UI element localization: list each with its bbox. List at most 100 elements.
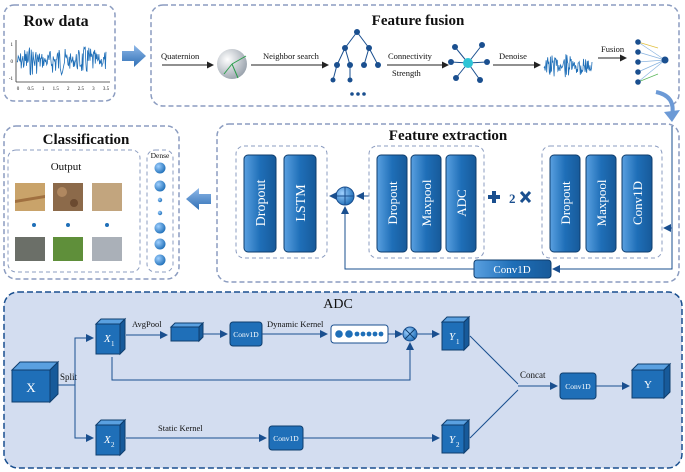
svg-text:2: 2	[111, 441, 115, 449]
dense-node	[154, 162, 166, 174]
layer-dropout: Dropout	[549, 154, 581, 253]
y2-cube: Y 2	[440, 418, 471, 455]
adc-panel: ADC X Split X 1 AvgPool Co	[3, 291, 683, 469]
classification-panel: Classification Output Dense	[3, 125, 180, 280]
static-kernel-label: Static Kernel	[158, 423, 203, 433]
svg-text:1: 1	[111, 340, 115, 348]
conv1d-output: Conv1D	[559, 372, 597, 400]
svg-text:Y: Y	[449, 434, 457, 446]
layer-maxpool: Maxpool	[410, 154, 442, 253]
svg-text:Y: Y	[644, 379, 652, 391]
step-connectivity: Connectivity	[388, 51, 433, 61]
output-images	[15, 183, 122, 261]
times-icon	[519, 190, 532, 204]
pooled-vector	[169, 321, 205, 343]
flow-arrow-icon	[122, 45, 146, 67]
output-image	[15, 237, 45, 261]
x-tick-label: 0	[17, 87, 20, 92]
tree-graph-icon	[330, 29, 381, 96]
layer-dropout: Dropout	[243, 154, 277, 253]
x-tick-label: 1.5	[53, 87, 60, 92]
concat-label: Concat	[520, 370, 546, 380]
kernel-element	[366, 331, 372, 337]
adc-title: ADC	[323, 297, 353, 312]
layer-maxpool: Maxpool	[585, 154, 617, 253]
layer-adc: ADC	[445, 154, 477, 253]
step-quaternion: Quaternion	[161, 51, 200, 61]
flow-arrow-left-icon	[186, 188, 211, 210]
x1-cube: X 1	[94, 317, 127, 356]
output-image	[53, 183, 83, 211]
step-denoise: Denoise	[499, 51, 527, 61]
dense-node	[157, 210, 163, 216]
y1-cube: Y 1	[440, 315, 471, 352]
x-tick-label: 1	[42, 87, 45, 92]
svg-text:ADC: ADC	[454, 189, 469, 216]
dense-node	[154, 222, 166, 234]
output-image	[92, 183, 122, 211]
svg-text:Maxpool: Maxpool	[594, 179, 609, 226]
step-strength: Strength	[392, 68, 422, 78]
row-data-title: Row data	[23, 13, 88, 30]
kernel-element	[335, 330, 343, 338]
add-node-icon	[335, 186, 355, 206]
layer-dropout: Dropout	[376, 154, 408, 253]
dynamic-kernel-vector	[330, 324, 389, 344]
svg-text:Conv1D: Conv1D	[630, 181, 645, 225]
svg-text:Conv1D: Conv1D	[493, 264, 530, 276]
avgpool-label: AvgPool	[132, 319, 162, 329]
svg-text:2: 2	[456, 441, 460, 449]
svg-text:Dropout: Dropout	[558, 181, 573, 225]
svg-text:X: X	[103, 333, 112, 345]
conv1d-top: Conv1D	[229, 321, 263, 347]
layer-lstm: LSTM	[283, 154, 317, 253]
dense-node	[154, 238, 166, 250]
svg-text:Y: Y	[449, 331, 457, 343]
quaternion-sphere-icon	[217, 49, 247, 79]
kernel-element	[345, 330, 353, 338]
feature-fusion-panel: Feature fusion Quaternion Neighbor searc…	[150, 4, 680, 107]
dynamic-kernel-label: Dynamic Kernel	[267, 319, 324, 329]
feature-extraction-panel: Feature extraction Dropout LSTM Dropout …	[216, 123, 680, 283]
y-tick-1: 1	[11, 43, 14, 48]
split-label: Split	[60, 372, 78, 382]
output-label: Output	[51, 161, 82, 173]
conv1d-bottom: Conv1D	[268, 425, 304, 451]
denoised-signal-icon	[543, 54, 593, 78]
repeat-indicator: 2	[488, 190, 532, 206]
output-image	[53, 237, 83, 261]
y-tick-0: 0	[11, 60, 14, 65]
x-tick-label: 2	[67, 87, 70, 92]
svg-text:Maxpool: Maxpool	[419, 179, 434, 226]
dense-node	[157, 197, 163, 203]
multiply-node-icon	[402, 326, 418, 342]
step-neighbor-search: Neighbor search	[263, 51, 320, 61]
network-graph-icon	[448, 42, 490, 83]
kernel-element	[354, 331, 360, 337]
svg-text:Conv1D: Conv1D	[565, 382, 591, 391]
x-tick-label: 2.5	[78, 87, 85, 92]
kernel-element	[372, 331, 378, 337]
layer-conv1d: Conv1D	[621, 154, 653, 253]
step-fusion: Fusion	[601, 44, 625, 54]
kernel-element	[360, 331, 366, 337]
repeat-count: 2	[509, 191, 516, 206]
skip-conv1d: Conv1D	[473, 259, 552, 279]
output-image	[92, 237, 122, 261]
svg-text:1: 1	[456, 338, 460, 346]
feature-extraction-title: Feature extraction	[389, 128, 508, 144]
svg-text:Conv1D: Conv1D	[233, 330, 259, 339]
svg-text:Conv1D: Conv1D	[273, 434, 299, 443]
dense-layer-nodes	[154, 162, 166, 266]
x-tick-label: 3	[92, 87, 95, 92]
y-tick-neg1: -1	[9, 77, 14, 82]
svg-text:Dropout: Dropout	[385, 181, 400, 225]
svg-text:Dropout: Dropout	[254, 180, 269, 227]
svg-text:LSTM: LSTM	[294, 184, 309, 222]
dense-node	[154, 180, 166, 192]
x-tick-label: 0.5	[27, 87, 34, 92]
kernel-element	[378, 331, 384, 337]
fusion-network-icon	[635, 39, 669, 85]
